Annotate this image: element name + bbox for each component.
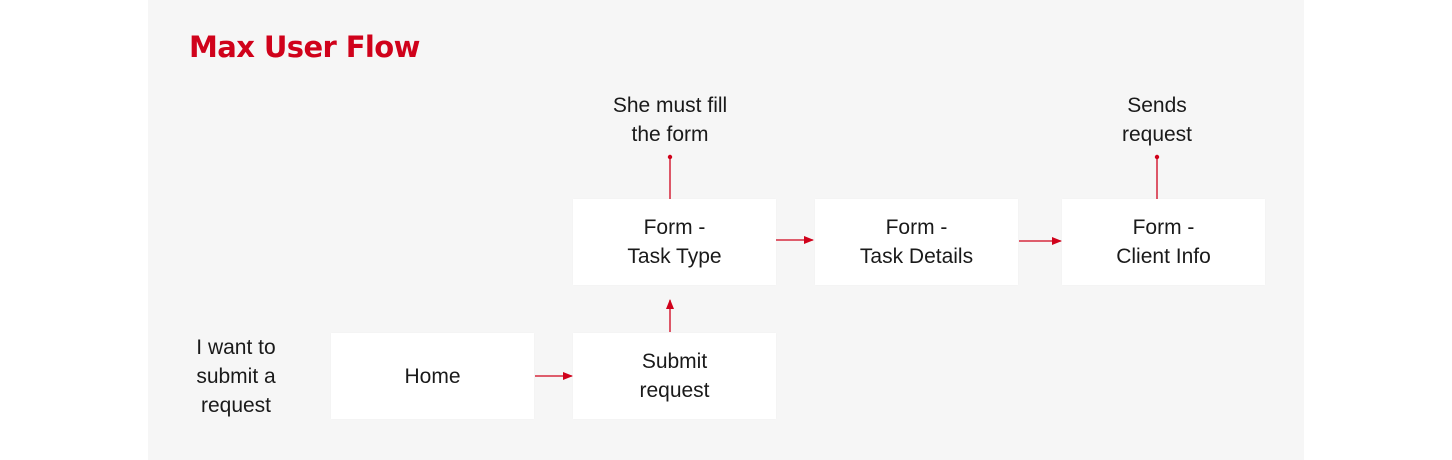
node-task-details-label: Form - Task Details	[859, 216, 974, 268]
node-task-type-label: Form - Task Type	[627, 216, 722, 268]
node-submit-request-label: Submit request	[639, 350, 710, 402]
node-submit-request: Submit request	[573, 333, 776, 419]
node-home: Home	[331, 333, 534, 419]
diagram-title: Max User Flow	[189, 30, 420, 64]
note-sends-request: Sends request	[1121, 94, 1193, 146]
node-home-label: Home	[404, 364, 461, 388]
node-task-type: Form - Task Type	[573, 199, 776, 285]
note-want-submit: I want to submit a request	[196, 336, 276, 417]
node-client-info: Form - Client Info	[1062, 199, 1265, 285]
node-task-details: Form - Task Details	[815, 199, 1018, 285]
note-fill-form: She must fill the form	[612, 94, 728, 146]
node-client-info-label: Form - Client Info	[1116, 216, 1211, 268]
